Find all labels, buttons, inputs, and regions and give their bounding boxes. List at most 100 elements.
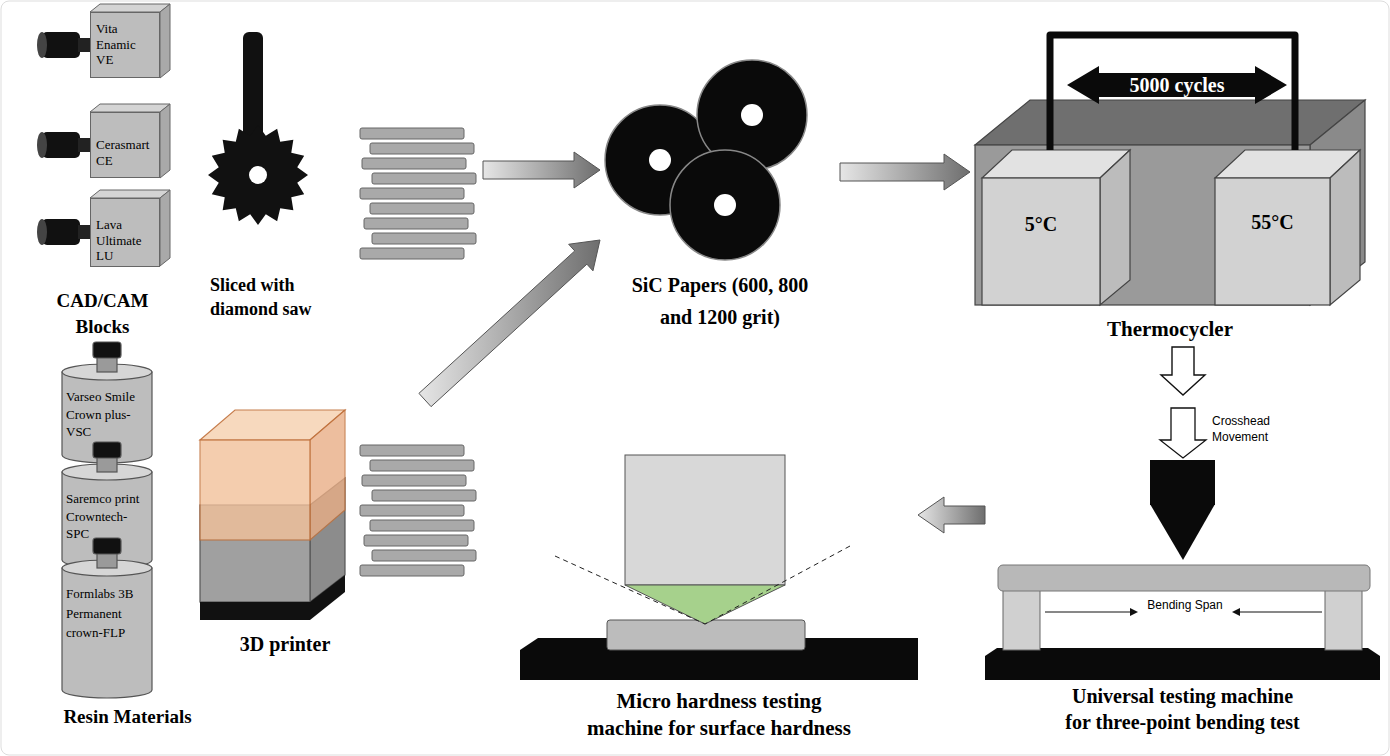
cube-side [160, 104, 170, 178]
bottle-cap [93, 342, 121, 358]
node-text: SiC Papers (600, 800 and 1200 grit) [620, 269, 820, 333]
cad-cam-block: Cerasmart CE [90, 112, 160, 178]
specimen-slice [370, 520, 474, 531]
node-text: Cerasmart CE [96, 137, 154, 168]
bottle-body [62, 372, 152, 463]
bath-front [982, 178, 1100, 305]
sic-disc [670, 150, 780, 260]
thermocycler-step: Thermocycler5°C55°C [970, 22, 1370, 347]
thermocycler-tank [975, 100, 1365, 305]
water-bath: 55°C [1215, 150, 1330, 305]
specimen-slice [364, 218, 468, 229]
machine-base [985, 648, 1380, 680]
specimen-slice [370, 460, 474, 471]
flow-arrow [419, 240, 600, 407]
node-text: Formlabs 3B Permanent crown-FLP [66, 584, 146, 643]
saw-step: Sliced with diamond saw [205, 20, 483, 325]
diamond-indenter [625, 585, 785, 624]
specimen-slice [360, 248, 464, 259]
bath-side [1100, 150, 1130, 305]
specimen-stack [360, 128, 476, 259]
block-arrow [840, 154, 970, 190]
bottle-body [62, 568, 152, 698]
block-holders [37, 32, 92, 245]
support [1325, 590, 1362, 650]
node-text: Sliced with diamond saw [210, 273, 330, 322]
holder-body [42, 219, 80, 245]
saw-blade [208, 125, 308, 225]
loading-head [1150, 460, 1215, 505]
specimen-slice [360, 128, 464, 139]
cad-cam-block: Lava Ultimate LU [90, 198, 160, 267]
holder-body [42, 32, 80, 58]
hollow-arrow [1161, 347, 1205, 395]
testing-machine [985, 408, 1380, 680]
specimen-stack [360, 445, 476, 576]
indent-angle-line [555, 556, 705, 624]
disc-hole [649, 149, 671, 171]
resin-bottle: Formlabs 3B Permanent crown-FLP [62, 578, 152, 683]
cube-top [90, 190, 170, 198]
water-bath: 5°C [982, 150, 1100, 305]
printer-step: 3D printer [195, 400, 485, 662]
cad-cam-block: Vita Enamic VE [90, 12, 160, 78]
span-arrowhead [1130, 608, 1138, 616]
flow-arrow [918, 497, 985, 533]
node-text: Vita Enamic VE [96, 21, 154, 68]
specimen-slice [372, 490, 476, 501]
node-text: 55°C [1215, 210, 1330, 234]
node-text: Universal testing machine for three-poin… [1061, 683, 1304, 735]
indenter-body [625, 455, 785, 585]
specimen-slice [372, 233, 476, 244]
specimen-slice [372, 550, 476, 561]
specimen-slice [364, 535, 468, 546]
flexural-test-step: Universal testing machine for three-poin… [985, 395, 1380, 750]
specimen-slice [360, 505, 464, 516]
hardness-tester [520, 455, 918, 680]
specimen-slice [372, 173, 476, 184]
span-arrow [1045, 612, 1132, 613]
node-text: Varseo Smile Crown plus-VSC [66, 388, 146, 441]
specimen-slice [370, 143, 474, 154]
sic-discs [605, 60, 807, 260]
holder-end [37, 219, 47, 245]
cube-side [160, 4, 170, 78]
specimen-slice [360, 188, 464, 199]
resin-bottle: Saremco print Crowntech-SPC [62, 482, 152, 554]
node-text: 5°C [982, 212, 1100, 236]
diamond-saw [208, 32, 308, 225]
printer [200, 410, 345, 620]
holder-body [42, 132, 80, 158]
flow-arrow [483, 152, 600, 188]
bottle-body [62, 472, 152, 568]
saw-shaft [243, 32, 263, 144]
crosshead-arrow [1160, 408, 1206, 458]
disc-hole [714, 194, 736, 216]
saw-hole [249, 166, 267, 184]
block-cube-faces [90, 4, 170, 266]
cube-top [90, 104, 170, 112]
span-arrow [1238, 612, 1322, 613]
test-specimen [607, 620, 805, 650]
cube-top [90, 4, 170, 12]
bath-side [1330, 150, 1360, 305]
indent-angle-line [705, 546, 850, 624]
span-note: Bending Span [1140, 598, 1230, 612]
specimen-slice [362, 475, 466, 486]
specimen-slice [360, 445, 464, 456]
resin-bottle: Varseo Smile Crown plus-VSC [62, 382, 152, 448]
holder-end [37, 32, 47, 58]
disc-hole [741, 104, 763, 126]
resin-side [310, 410, 345, 540]
block-arrow [483, 152, 600, 188]
holder-end [37, 132, 47, 158]
hardness-test-step: Micro hardness testing machine for surfa… [520, 450, 918, 750]
specimen-slice [360, 565, 464, 576]
test-beam [998, 565, 1370, 591]
node-text: Micro hardness testing machine for surfa… [581, 688, 857, 742]
group-title: Resin Materials [35, 706, 220, 729]
cube-side [160, 190, 170, 266]
